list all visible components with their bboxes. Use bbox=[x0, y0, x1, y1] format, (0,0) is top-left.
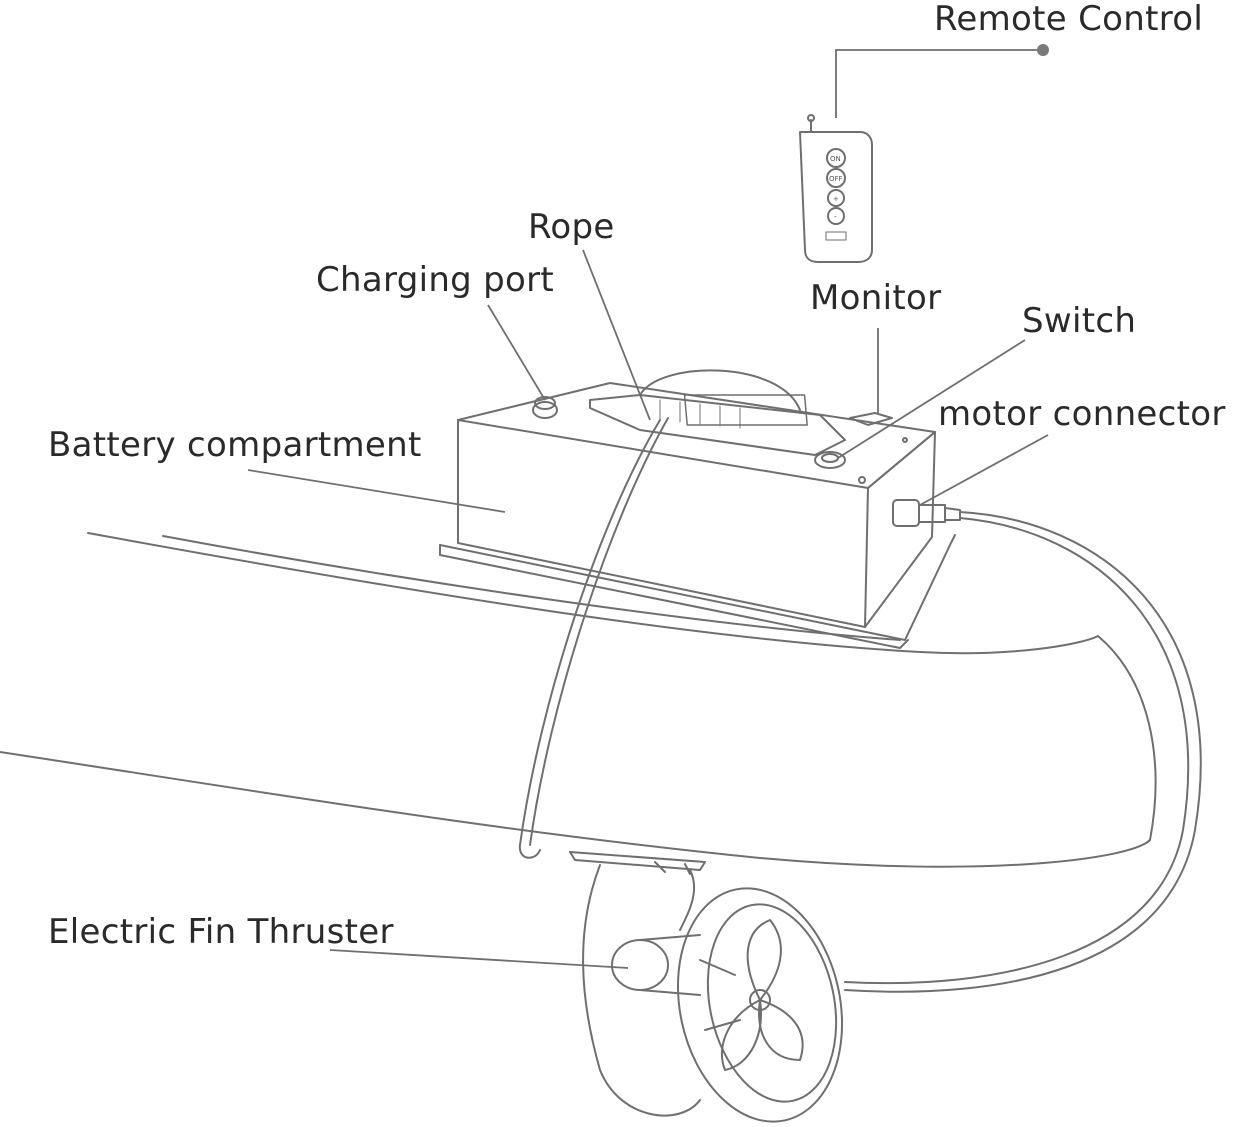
leader-switch bbox=[837, 339, 1026, 459]
leader-rope bbox=[582, 249, 651, 421]
tie-rope bbox=[518, 417, 669, 859]
electric-fin-thruster bbox=[582, 864, 844, 1123]
remote-btn-minus: - bbox=[834, 213, 837, 221]
label-remote-control: Remote Control bbox=[934, 0, 1204, 39]
remote-btn-plus: + bbox=[833, 195, 839, 203]
leader-battery-compartment bbox=[247, 469, 506, 513]
leader-motor-connector bbox=[919, 434, 1049, 506]
label-electric-fin-thruster: Electric Fin Thruster bbox=[48, 912, 394, 952]
label-monitor: Monitor bbox=[810, 278, 942, 318]
remote-btn-on: ON bbox=[830, 155, 841, 163]
label-battery-compartment: Battery compartment bbox=[48, 425, 422, 465]
remote-btn-off: OFF bbox=[829, 175, 843, 183]
leader-remote-control bbox=[835, 49, 1043, 118]
label-charging-port: Charging port bbox=[316, 260, 555, 300]
remote-control bbox=[799, 114, 873, 263]
leader-charging-port bbox=[487, 304, 546, 401]
leader-lines bbox=[247, 49, 1049, 969]
boat-hull bbox=[0, 532, 1157, 868]
remote-control-dot bbox=[1037, 44, 1049, 56]
motor-cable bbox=[844, 511, 1202, 993]
leader-electric-fin-thruster bbox=[329, 949, 629, 969]
remote-button-labels: ON OFF + - bbox=[829, 155, 843, 221]
label-motor-connector: motor connector bbox=[938, 394, 1226, 434]
label-switch: Switch bbox=[1022, 301, 1137, 341]
battery-compartment-box bbox=[439, 369, 961, 649]
label-rope: Rope bbox=[528, 207, 615, 247]
thruster-mount bbox=[569, 851, 706, 875]
